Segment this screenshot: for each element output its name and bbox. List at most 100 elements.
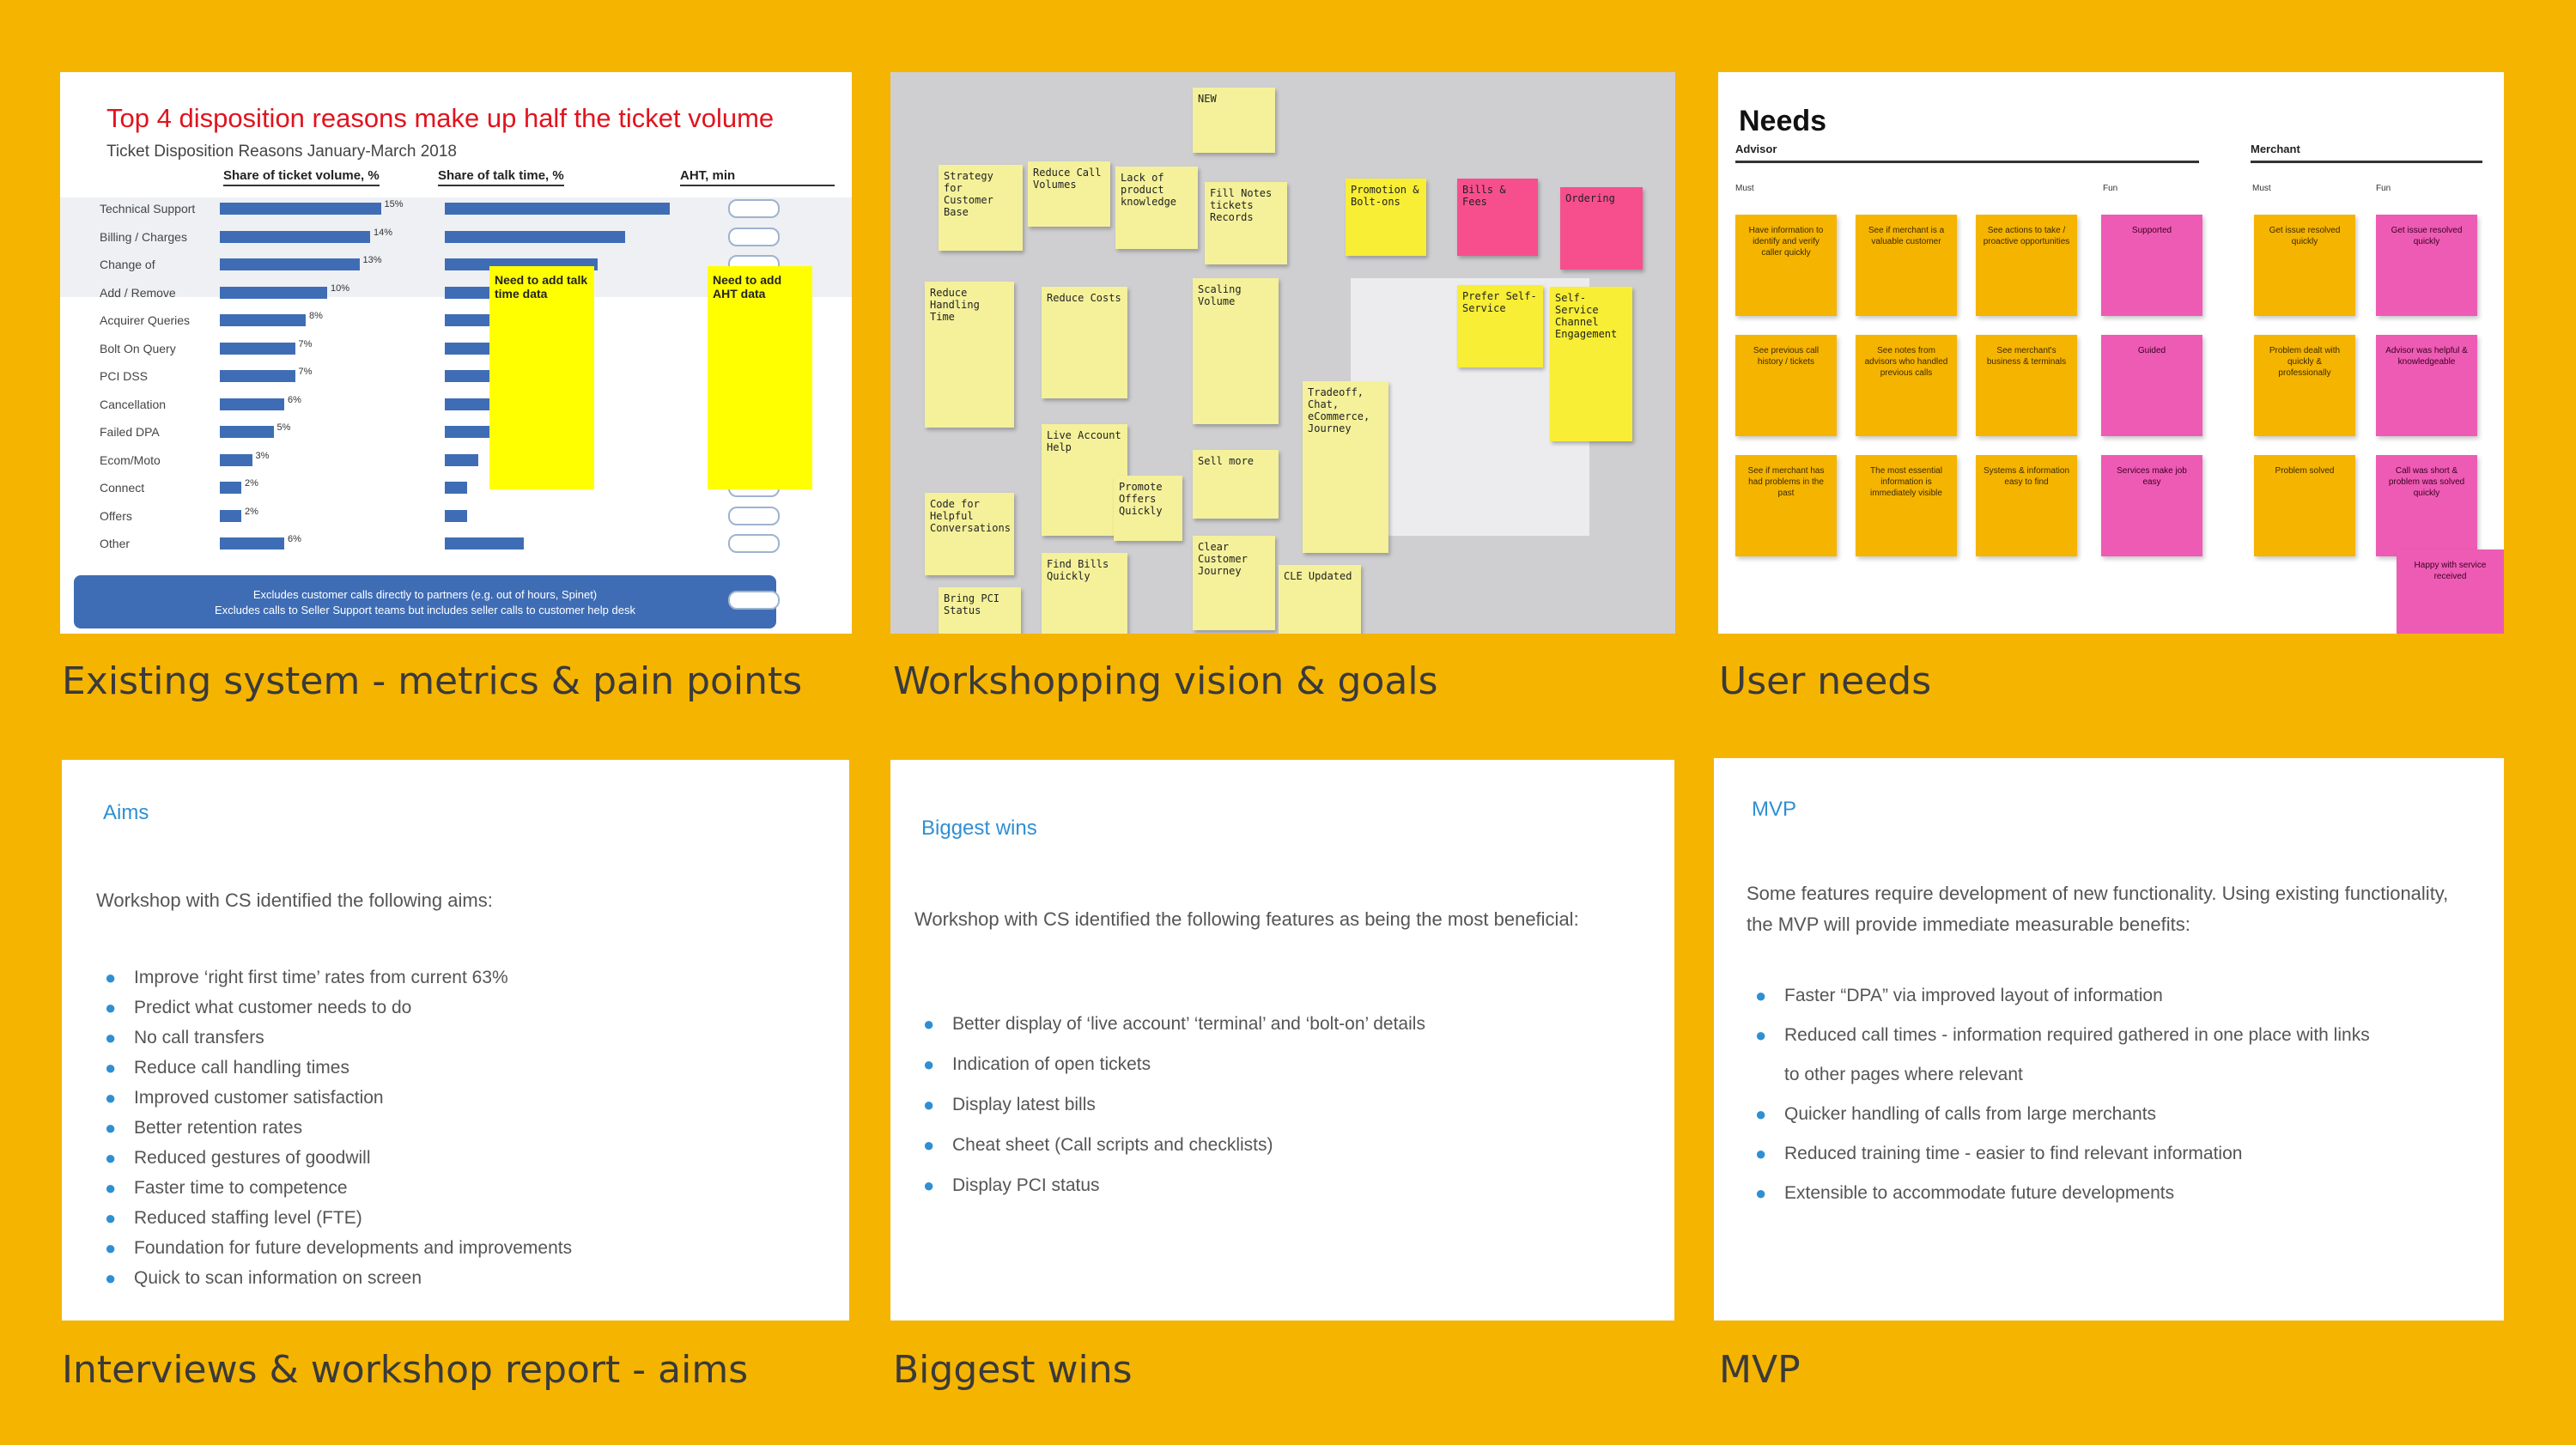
sticky-note: Live Account Help: [1042, 424, 1127, 536]
ticket-volume-bar: [220, 537, 284, 549]
sticky-note: Strategy for Customer Base: [939, 165, 1023, 251]
bullet-icon: ●: [923, 1175, 935, 1196]
need-note: Get issue resolved quickly: [2254, 215, 2355, 316]
category-label: PCI DSS: [100, 369, 149, 383]
list-item: ●Reduce call handling times: [96, 1053, 572, 1083]
sub-label-fun: Fun: [2376, 184, 2391, 193]
column-header-ticket-volume: Share of ticket volume, %: [223, 168, 380, 186]
ticket-volume-bar: [220, 258, 360, 270]
aht-pill: [728, 199, 780, 218]
bar-value-label: 5%: [276, 422, 291, 433]
list-item: ●Foundation for future developments and …: [96, 1233, 572, 1263]
sticky-note: Find Bills Quickly: [1042, 553, 1127, 634]
list-item: ●Improve ‘right first time’ rates from c…: [96, 962, 572, 993]
column-header-talk-time: Share of talk time, %: [438, 168, 564, 186]
need-note: Guided: [2101, 335, 2202, 436]
caption-user-needs: User needs: [1719, 659, 1932, 703]
ticket-volume-bar: [220, 342, 295, 355]
user-needs-board-tile: Needs Advisor Merchant Must Fun Must Fun…: [1718, 72, 2504, 634]
bar-value-label: 6%: [288, 534, 301, 544]
aims-list: ●Improve ‘right first time’ rates from c…: [96, 962, 572, 1293]
bar-value-label: 13%: [362, 255, 382, 265]
bar-value-label: 6%: [288, 394, 301, 405]
talk-time-bar: [445, 509, 468, 522]
bullet-icon: ●: [105, 1027, 117, 1048]
need-note: See merchant's business & terminals: [1976, 335, 2077, 436]
talk-time-bar: [445, 453, 479, 466]
sticky-note: Fill Notes tickets Records: [1205, 182, 1287, 264]
sticky-note: Scaling Volume: [1193, 278, 1279, 424]
ticket-volume-bar: [220, 370, 295, 382]
list-item: ●Indication of open tickets: [914, 1044, 1425, 1084]
sticky-note: Promote Offers Quickly: [1114, 476, 1182, 541]
bullet-icon: ●: [105, 1237, 117, 1259]
category-label: Cancellation: [100, 397, 167, 411]
talk-time-bar: [445, 537, 524, 549]
aht-pill: [728, 227, 780, 246]
sticky-note: NEW: [1193, 88, 1275, 153]
bullet-icon: ●: [105, 1117, 117, 1138]
sticky-note: Reduce Call Volumes: [1028, 161, 1110, 227]
ticket-volume-bar: [220, 314, 306, 326]
chart-subtitle: Ticket Disposition Reasons January-March…: [106, 143, 457, 161]
ticket-volume-bar: [220, 203, 381, 215]
wins-list: ●Better display of ‘live account’ ‘termi…: [914, 1004, 1425, 1205]
caption-existing-system: Existing system - metrics & pain points: [62, 659, 803, 703]
bullet-icon: ●: [105, 1207, 117, 1229]
category-label: Acquirer Queries: [100, 313, 191, 327]
category-label: Add / Remove: [100, 285, 176, 300]
sticky-note: Sell more: [1193, 450, 1279, 519]
footer-line-2: Excludes calls to Seller Support teams b…: [215, 604, 635, 616]
list-item: ●Faster time to competence: [96, 1173, 572, 1203]
list-item: ●Reduced gestures of goodwill: [96, 1143, 572, 1173]
aht-pill: [728, 534, 780, 553]
bullet-icon: ●: [1755, 1103, 1767, 1125]
caption-biggest-wins: Biggest wins: [893, 1348, 1133, 1392]
list-item: ●Better retention rates: [96, 1113, 572, 1143]
talk-time-bar: [445, 203, 670, 215]
doc-title: Aims: [103, 801, 149, 824]
ticket-volume-bar: [220, 426, 274, 438]
mvp-list: ●Faster “DPA” via improved layout of inf…: [1747, 976, 2370, 1213]
sticky-note: Bring PCI Status: [939, 587, 1021, 634]
bullet-icon: ●: [105, 1087, 117, 1108]
bullet-icon: ●: [105, 1267, 117, 1289]
sub-label-must: Must: [1735, 184, 1754, 193]
bullet-icon: ●: [923, 1094, 935, 1115]
bullet-icon: ●: [1755, 1024, 1767, 1046]
category-label: Technical Support: [100, 202, 196, 216]
doc-intro: Some features require development of new…: [1747, 883, 2449, 935]
bullet-icon: ●: [105, 967, 117, 988]
list-item: ●Better display of ‘live account’ ‘termi…: [914, 1004, 1425, 1044]
group-label-advisor: Advisor: [1735, 143, 1777, 155]
sticky-note: Clear Customer Journey: [1193, 536, 1275, 630]
bar-value-label: 10%: [331, 282, 350, 294]
need-note: Advisor was helpful & knowledgeable: [2376, 335, 2477, 436]
column-header-aht: AHT, min: [680, 168, 835, 186]
list-item: ●Reduced training time - easier to find …: [1747, 1134, 2370, 1174]
caption-aims: Interviews & workshop report - aims: [62, 1348, 749, 1392]
sticky-note: Tradeoff, Chat, eCommerce, Journey: [1303, 381, 1388, 553]
ticket-volume-bar: [220, 230, 370, 243]
bar-value-label: 7%: [298, 367, 313, 377]
category-label: Offers: [100, 508, 132, 523]
group-rule-merchant: [2251, 161, 2482, 163]
bar-value-label: 15%: [384, 199, 404, 209]
need-note: The most essential information is immedi…: [1856, 455, 1957, 556]
bullet-icon: ●: [1755, 1143, 1767, 1164]
bullet-icon: ●: [923, 1053, 935, 1075]
need-note: Services make job easy: [2101, 455, 2202, 556]
ticket-volume-bar: [220, 398, 284, 410]
mvp-document-tile: MVP Some features require development of…: [1714, 758, 2504, 1321]
need-note: See notes from advisors who handled prev…: [1856, 335, 1957, 436]
bullet-icon: ●: [105, 997, 117, 1018]
sticky-note: Promotion & Bolt-ons: [1346, 179, 1426, 256]
aht-placeholder-note: Need to add AHT data: [708, 266, 812, 489]
list-item: ●Reduced staffing level (FTE): [96, 1203, 572, 1233]
list-item: ●Quicker handling of calls from large me…: [1747, 1095, 2370, 1134]
bar-value-label: 14%: [374, 227, 393, 238]
need-note: Call was short & problem was solved quic…: [2376, 455, 2477, 556]
need-note: Have information to identify and verify …: [1735, 215, 1837, 316]
bullet-icon: ●: [105, 1177, 117, 1199]
list-item: ●Extensible to accommodate future develo…: [1747, 1174, 2370, 1213]
